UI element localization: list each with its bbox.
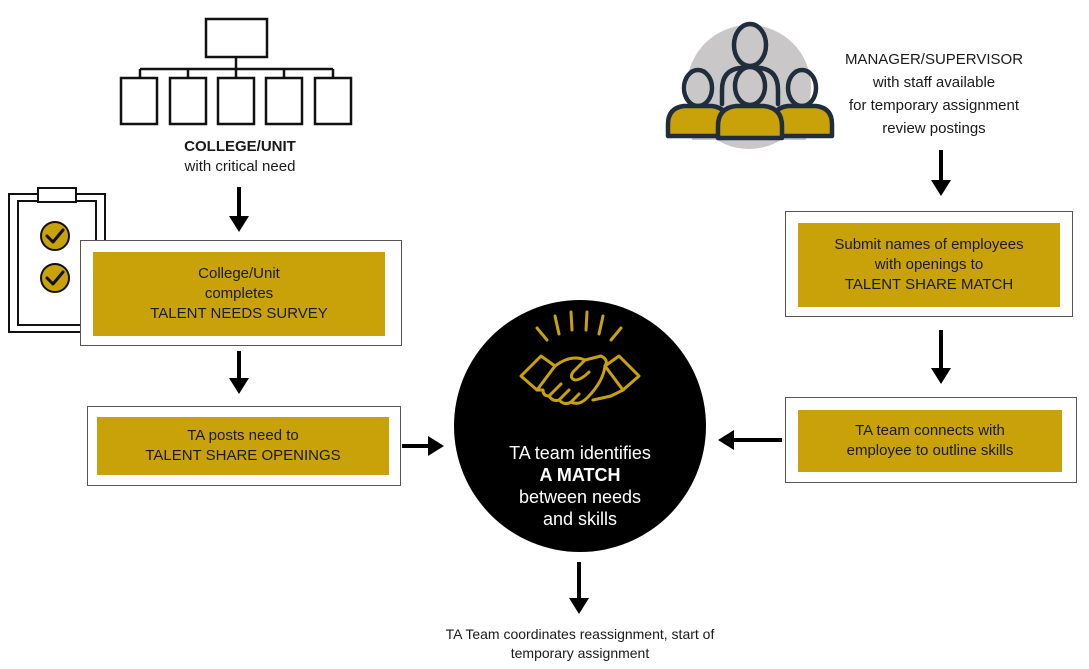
arrow-submit-to-connect-head [931,368,951,384]
manager-caption: MANAGER/SUPERVISOR with staff available … [818,48,1050,140]
bottom-line-1: TA Team coordinates reassignment, start … [445,626,715,642]
connect-line-2: employee to outline skills [846,442,1014,459]
org-chart-icon [119,17,353,126]
survey-line-1: College/Unit [198,265,280,282]
match-line-1: TA team identifies [509,443,651,463]
arrow-college-to-survey-head [229,216,249,232]
openings-line-1: TA posts need to [187,427,299,444]
openings-line-2: TALENT SHARE OPENINGS [145,447,341,464]
arrow-survey-to-openings-head [229,378,249,394]
match-line-2: A MATCH [539,465,621,485]
survey-box-frame: College/Unit completes TALENT NEEDS SURV… [80,240,402,346]
college-caption: COLLEGE/UNIT with critical need [130,137,350,177]
connect-box-frame: TA team connects with employee to outlin… [785,397,1077,483]
arrow-openings-to-match-head [428,436,444,456]
match-text: TA team identifies A MATCH between needs… [470,442,690,530]
survey-line-3: TALENT NEEDS SURVEY [150,305,328,322]
survey-line-2: completes [204,285,274,302]
match-circle [454,300,706,552]
bottom-caption: TA Team coordinates reassignment, start … [384,625,776,663]
match-line-3: between needs [518,487,642,507]
submit-box-frame: Submit names of employees with openings … [785,211,1073,317]
submit-line-2: with openings to [874,256,984,273]
manager-line-4: review postings [882,120,986,137]
arrow-manager-to-submit-head [931,180,951,196]
openings-box: TA posts need to TALENT SHARE OPENINGS [97,417,389,475]
connect-box: TA team connects with employee to outlin… [798,410,1062,472]
college-title: COLLEGE/UNIT [184,138,296,155]
arrow-connect-to-match-head [718,430,734,450]
openings-box-frame: TA posts need to TALENT SHARE OPENINGS [87,406,401,486]
survey-box: College/Unit completes TALENT NEEDS SURV… [93,252,385,336]
team-people-icon [665,21,835,149]
bottom-line-2: temporary assignment [510,645,650,661]
arrow-match-to-bottom-head [569,598,589,614]
college-subtitle: with critical need [184,158,296,175]
manager-line-2: with staff available [872,74,996,91]
manager-line-3: for temporary assignment [848,97,1020,114]
connect-line-1: TA team connects with [855,422,1005,439]
handshake-icon [519,310,641,406]
match-line-4: and skills [542,509,618,529]
submit-line-1: Submit names of employees [834,236,1024,253]
submit-box: Submit names of employees with openings … [798,223,1060,307]
submit-line-3: TALENT SHARE MATCH [844,276,1014,293]
manager-line-1: MANAGER/SUPERVISOR [844,51,1024,68]
